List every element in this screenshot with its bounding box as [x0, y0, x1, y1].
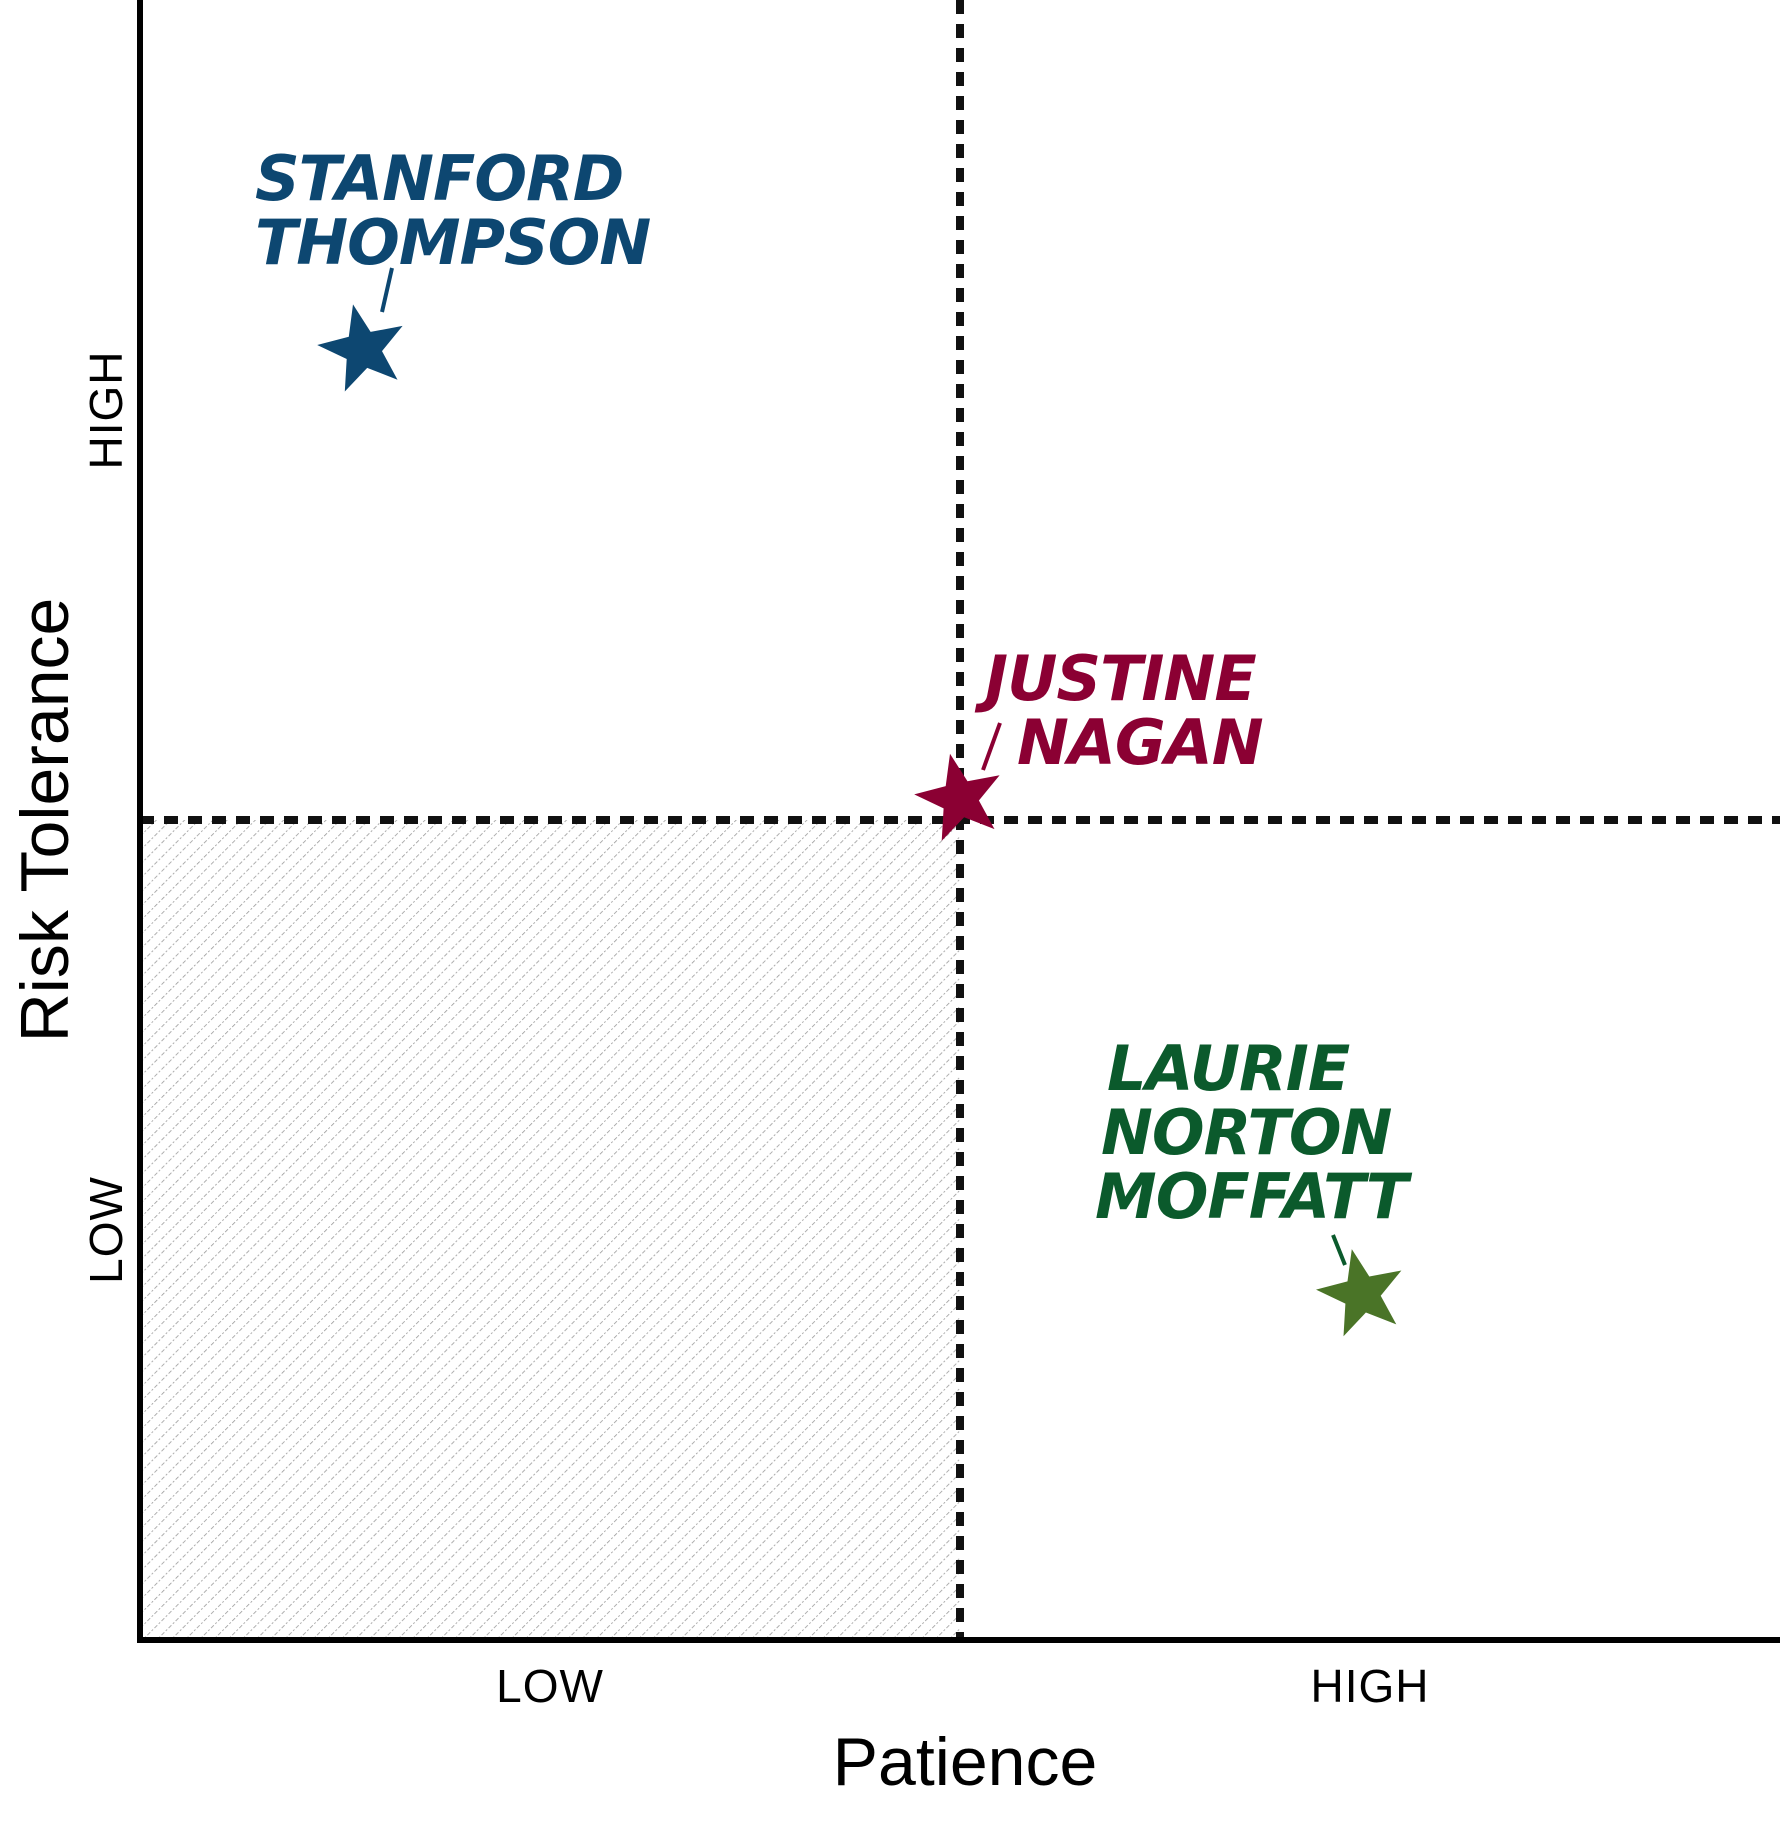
point-label-laurie-norton-moffatt-line-3: MOFFATT: [1095, 1160, 1413, 1233]
shaded-low-low-quadrant: [140, 820, 960, 1640]
y-tick-label-high: HIGH: [80, 351, 132, 470]
point-star-stanford-thompson: [317, 304, 403, 392]
x-tick-label-high: HIGH: [1311, 1660, 1430, 1712]
point-star-justine-nagan: [914, 753, 1000, 841]
point-label-stanford-thompson-line-2: THOMPSON: [255, 206, 650, 279]
point-label-laurie-norton-moffatt-line-1: LAURIE: [1107, 1032, 1350, 1105]
y-axis-title: Risk Tolerance: [7, 598, 83, 1043]
point-label-justine-nagan-line-2: NAGAN: [1017, 706, 1263, 779]
leader-line-justine-nagan: [981, 722, 1002, 771]
point-label-stanford-thompson-line-1: STANFORD: [255, 142, 623, 215]
point-label-justine-nagan-line-1: JUSTINE: [974, 642, 1256, 715]
x-axis-title: Patience: [833, 1724, 1098, 1800]
leader-line-laurie-norton-moffatt: [1331, 1234, 1347, 1266]
y-tick-label-low: LOW: [80, 1176, 132, 1284]
point-label-laurie-norton-moffatt-line-2: NORTON: [1101, 1096, 1392, 1169]
point-star-laurie-norton-moffatt: [1316, 1249, 1402, 1337]
leader-line-stanford-thompson: [380, 267, 394, 313]
x-tick-label-low: LOW: [496, 1660, 604, 1712]
